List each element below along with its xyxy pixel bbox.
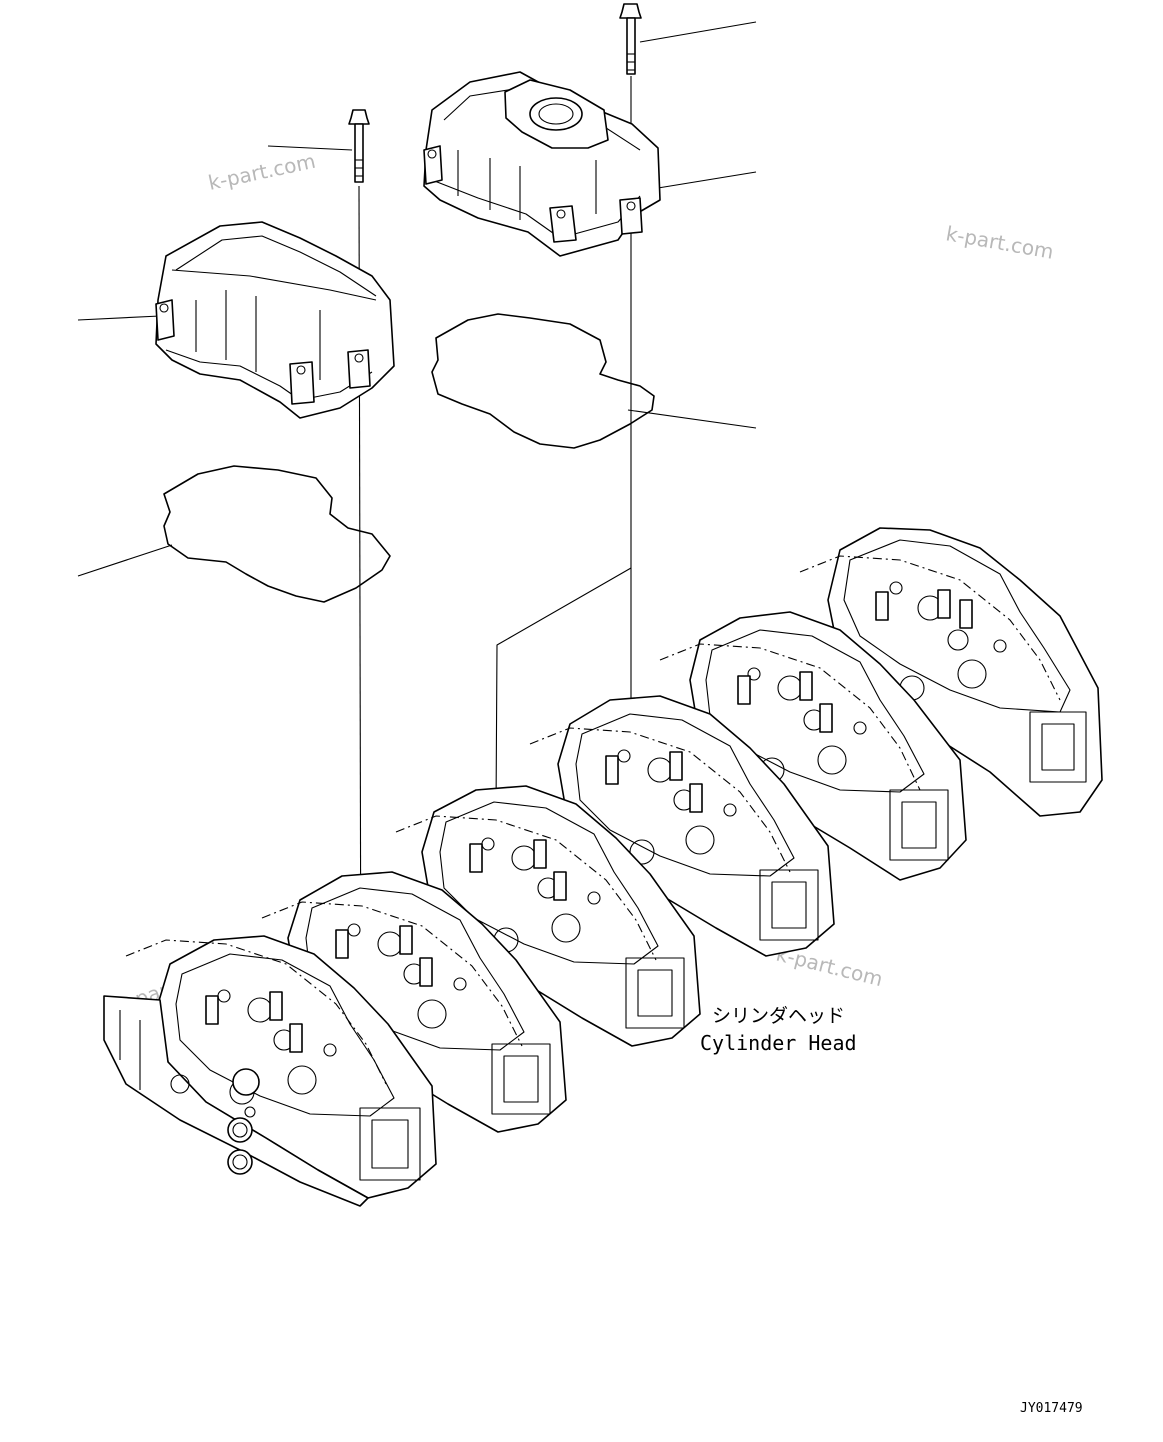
leader-cover-left: [77, 315, 161, 321]
leader-gasket-right: [627, 409, 757, 429]
part-label-en: Cylinder Head: [700, 1031, 857, 1055]
head-cover-right-icon: [423, 71, 661, 257]
part-labels: シリンダヘッド Cylinder Head JY017479: [700, 1005, 1083, 1416]
watermark-1: k-part.com: [206, 149, 318, 195]
cylinder-head-1: [103, 935, 437, 1207]
bolt-right-icon: [619, 3, 642, 75]
gasket-right-icon: [431, 313, 655, 449]
leader-bolt-right: [639, 21, 757, 43]
drawing-code: JY017479: [1020, 1401, 1083, 1416]
leader-bolt-left: [267, 145, 353, 151]
head-cover-left-icon: [155, 221, 395, 419]
leader-gasket-left: [77, 544, 173, 577]
part-label-jp: シリンダヘッド: [712, 1005, 845, 1027]
cylinder-heads: [103, 527, 1103, 1207]
cylinder-head-2: [261, 871, 567, 1133]
watermark-2: k-part.com: [944, 221, 1055, 264]
gasket-left-icon: [163, 465, 391, 603]
cylinder-head-6: [799, 527, 1103, 817]
bolt-left-icon: [348, 109, 370, 183]
leader-cover-right: [657, 171, 757, 189]
